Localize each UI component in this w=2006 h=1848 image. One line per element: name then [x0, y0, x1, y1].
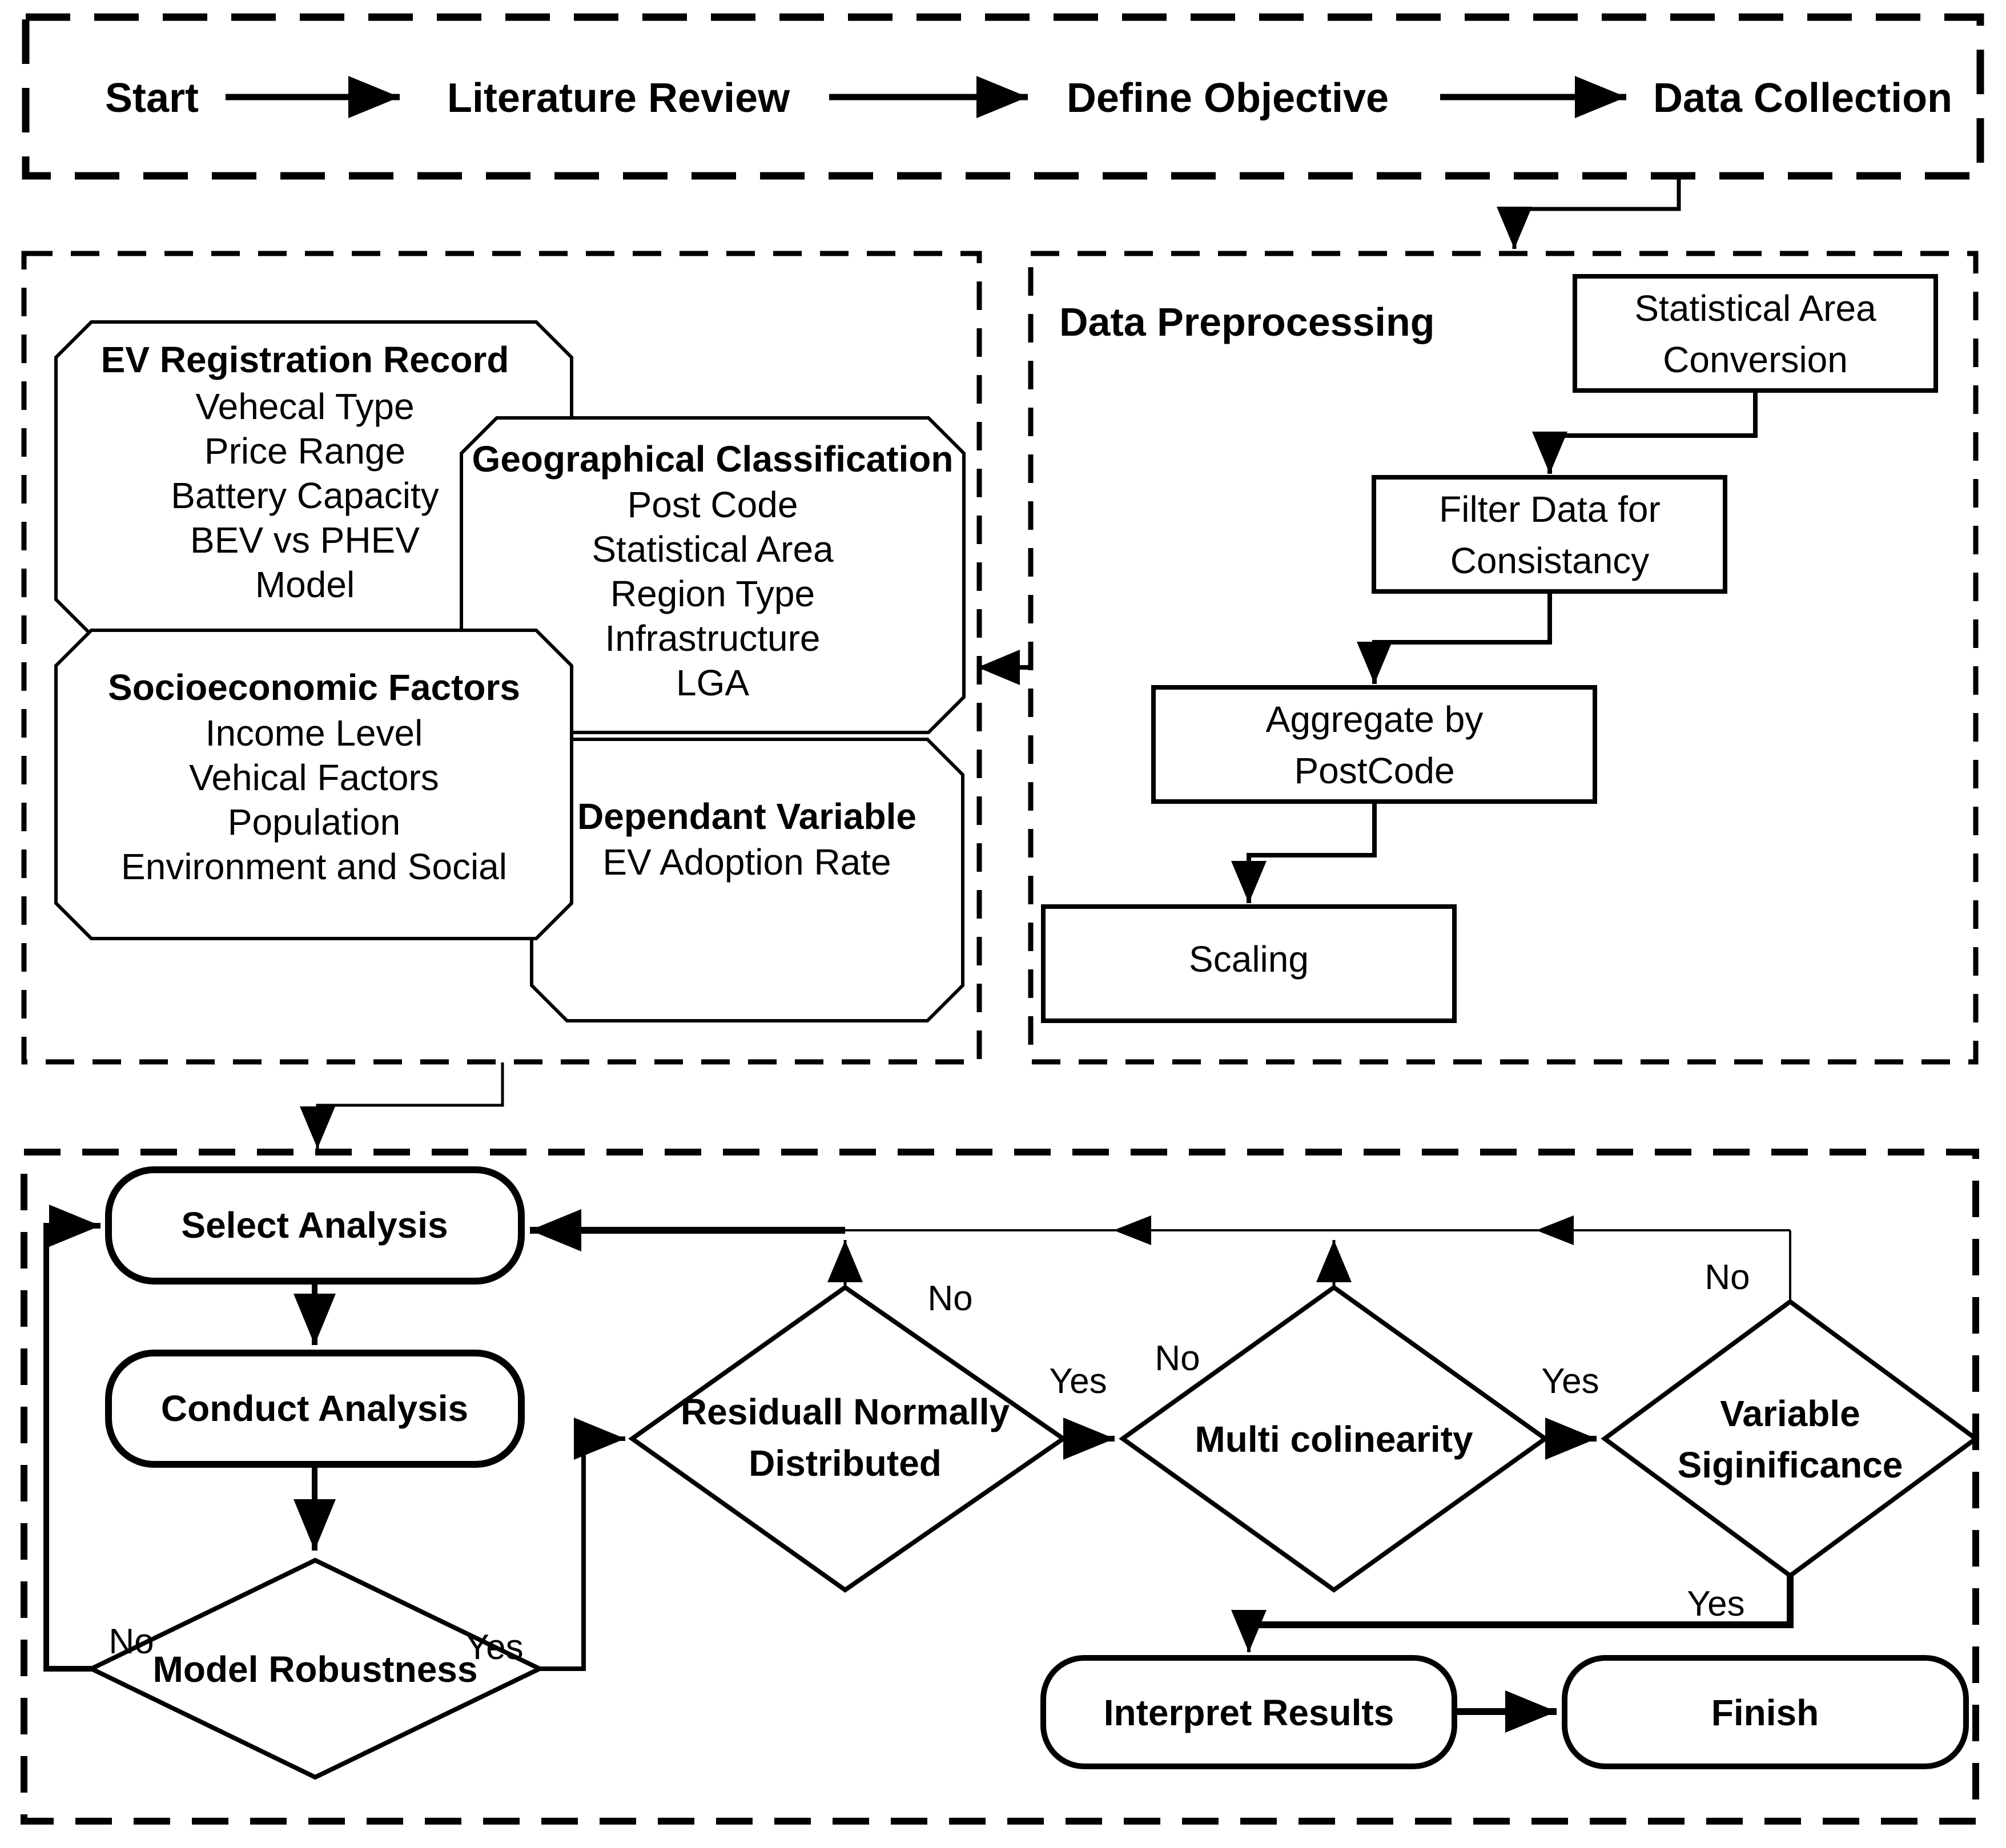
sac-line2: Conversion: [1663, 339, 1848, 380]
model-robustness-no-label: No: [108, 1622, 154, 1661]
ev-record-item: Model: [255, 564, 355, 605]
variable-significance-line2: Siginificance: [1678, 1444, 1903, 1485]
conduct-analysis-label: Conduct Analysis: [161, 1388, 468, 1429]
feedback-mid-arrow-2: [1536, 1215, 1574, 1245]
step-data-collection: Data Collection: [1653, 75, 1952, 121]
model-robustness-label: Model Robustness: [153, 1649, 478, 1690]
scaling-line1: Scaling: [1189, 939, 1309, 980]
geographical-item: Post Code: [628, 484, 798, 525]
socioeconomic-item: Vehical Factors: [189, 757, 439, 798]
conduct-analysis-box: [105, 1350, 525, 1468]
dependant-title: Dependant Variable: [577, 796, 916, 837]
ev-record-item: BEV vs PHEV: [190, 520, 420, 561]
feedback-mid-arrow-1: [1113, 1215, 1151, 1245]
ev-record-item: Battery Capacity: [171, 475, 439, 516]
interpret-results-box: [1040, 1655, 1457, 1769]
step-define-objective: Define Objective: [1067, 75, 1389, 121]
geographical-item: Region Type: [610, 573, 815, 614]
socioeconomic-item: Population: [228, 802, 400, 843]
residual-diamond: [628, 1285, 1068, 1593]
geographical-octagon: [460, 416, 966, 734]
connector-variables-to-analysis: [300, 1062, 504, 1149]
connector-aggregate-to-scaling: [1231, 802, 1377, 903]
residual-no-label: No: [927, 1279, 972, 1318]
preprocessing-title: Data Preprocessing: [1059, 300, 1434, 344]
connector-collection-to-preprocessing: [1497, 176, 1681, 249]
preprocessing-group-box: [1028, 251, 1979, 1065]
multicolinearity-label: Multi colinearity: [1195, 1419, 1473, 1460]
top-phase-box: [22, 13, 1984, 180]
sac-line1: Statistical Area: [1634, 288, 1876, 329]
finish-box: [1562, 1655, 1969, 1769]
model-robustness-diamond: [86, 1557, 545, 1780]
filter-line1: Filter Data for: [1439, 489, 1661, 530]
socioeconomic-text: Socioeconomic Factors Income Level Vehic…: [108, 667, 520, 887]
filter-line2: Consistancy: [1450, 540, 1650, 581]
geographical-item: Statistical Area: [592, 529, 834, 570]
residual-yes-label: Yes: [1049, 1362, 1107, 1401]
scaling-box: [1041, 904, 1457, 1023]
statistical-area-conversion-box: [1573, 274, 1938, 393]
aggregate-postcode-box: [1151, 685, 1597, 804]
multicolinearity-no-label: No: [1155, 1339, 1200, 1378]
select-analysis-label: Select Analysis: [181, 1205, 448, 1246]
multicolinearity-yes-label: Yes: [1541, 1362, 1599, 1401]
ev-record-text: EV Registration Record Vehecal Type Pric…: [101, 339, 509, 605]
variable-significance-yes-label: Yes: [1687, 1584, 1744, 1624]
connector-sac-to-filter: [1532, 390, 1758, 474]
geographical-text: Geographical Classification Post Code St…: [472, 438, 954, 703]
residual-label-line1: Residuall Normally: [681, 1391, 1010, 1432]
variable-significance-no-label: No: [1705, 1258, 1750, 1297]
dependant-variable-text: Dependant Variable EV Adoption Rate: [577, 796, 916, 883]
path-robustness-no-feedback: [43, 1205, 100, 1672]
variable-significance-line1: Variable: [1720, 1393, 1860, 1434]
socioeconomic-octagon: [54, 629, 573, 940]
analysis-group-box: [21, 1149, 1979, 1825]
ev-record-title: EV Registration Record: [101, 339, 509, 380]
dependant-item: EV Adoption Rate: [602, 842, 891, 883]
step-start: Start: [105, 75, 199, 121]
ev-record-item: Vehecal Type: [195, 386, 414, 427]
multicolinearity-diamond: [1119, 1285, 1549, 1593]
residual-label-line2: Distributed: [749, 1443, 942, 1484]
interpret-results-label: Interpret Results: [1104, 1692, 1394, 1733]
geographical-title: Geographical Classification: [472, 438, 954, 480]
filter-data-box: [1372, 475, 1727, 594]
geographical-item: Infrastructure: [605, 618, 820, 659]
connector-filter-to-aggregate: [1357, 591, 1552, 684]
path-variable-yes-thick: [1249, 1576, 1794, 1628]
finish-label: Finish: [1711, 1692, 1819, 1733]
step-literature-review: Literature Review: [447, 75, 790, 121]
variable-significance-diamond: [1601, 1299, 1980, 1579]
ev-record-item: Price Range: [204, 430, 405, 472]
model-robustness-yes-label: Yes: [465, 1628, 523, 1667]
aggregate-line1: Aggregate by: [1266, 699, 1484, 740]
select-analysis-box: [105, 1166, 525, 1285]
socioeconomic-title: Socioeconomic Factors: [108, 667, 520, 708]
aggregate-line2: PostCode: [1294, 750, 1454, 791]
geographical-item: LGA: [676, 662, 749, 703]
socioeconomic-item: Environment and Social: [121, 846, 507, 887]
socioeconomic-item: Income Level: [206, 712, 423, 754]
path-robustness-yes: [540, 1418, 625, 1671]
